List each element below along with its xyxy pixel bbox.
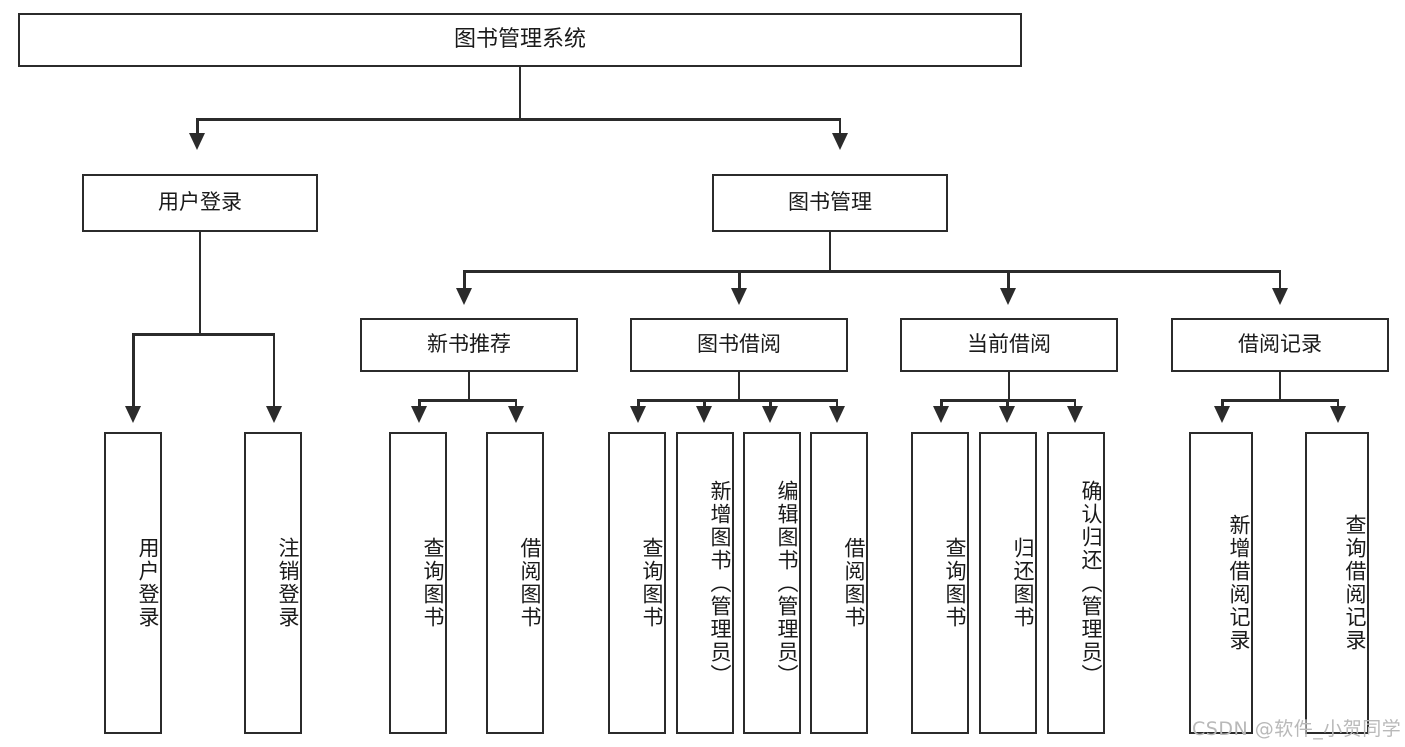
node-label: 用户登录 xyxy=(136,537,160,629)
node-current-borrow[interactable]: 当前借阅 xyxy=(900,318,1118,372)
leaf-user-login[interactable]: 用户登录 xyxy=(104,432,162,734)
arrowhead-bb-borrow-book xyxy=(828,406,845,423)
leaf-cb-return-book[interactable]: 归还图书 xyxy=(979,432,1037,734)
node-label: 查询图书 xyxy=(421,537,445,629)
leaf-cb-query-book[interactable]: 查询图书 xyxy=(911,432,969,734)
node-new-book-recommend[interactable]: 新书推荐 xyxy=(360,318,578,372)
arrowhead-borrow-record xyxy=(1271,288,1288,305)
connector-cb-stem xyxy=(1007,372,1010,401)
arrowhead-leaf-user-login xyxy=(125,406,141,423)
arrowhead-book-management xyxy=(831,133,848,150)
node-book-borrow[interactable]: 图书借阅 xyxy=(630,318,848,372)
connector-user-login-right xyxy=(272,333,275,408)
node-root-book-management-system[interactable]: 图书管理系统 xyxy=(18,13,1022,67)
node-label: 新增借阅记录 xyxy=(1227,514,1251,652)
connector-bb-bus xyxy=(637,399,838,402)
connector-bb-1 xyxy=(637,399,640,408)
node-label: 查询图书 xyxy=(640,537,664,629)
connector-bb-stem xyxy=(737,372,740,401)
connector-br-right xyxy=(1336,399,1339,408)
node-label: 查询借阅记录 xyxy=(1343,514,1367,652)
node-label: 当前借阅 xyxy=(967,332,1051,357)
node-borrow-record[interactable]: 借阅记录 xyxy=(1171,318,1389,372)
connector-bm-to-borrow-record xyxy=(1278,270,1281,290)
connector-cb-2 xyxy=(1006,399,1009,408)
node-book-management[interactable]: 图书管理 xyxy=(712,174,948,232)
leaf-nbr-borrow-book[interactable]: 借阅图书 xyxy=(486,432,544,734)
arrowhead-user-login xyxy=(189,133,205,150)
connector-br-bus xyxy=(1221,399,1338,402)
connector-book-management-bus xyxy=(463,270,1281,273)
connector-bb-2 xyxy=(703,399,706,408)
connector-nbr-stem xyxy=(467,372,470,401)
arrowhead-leaf-logout xyxy=(265,406,282,423)
connector-cb-1 xyxy=(940,399,943,408)
node-label: 借阅图书 xyxy=(842,537,866,629)
arrowhead-book-borrow xyxy=(731,288,747,305)
connector-bm-to-new-book xyxy=(463,270,466,290)
connector-root-to-user-login xyxy=(196,118,199,135)
connector-root-stem xyxy=(518,67,521,119)
node-user-login[interactable]: 用户登录 xyxy=(82,174,318,232)
arrowhead-current-borrow xyxy=(1000,288,1016,305)
connector-user-login-bus xyxy=(132,333,275,336)
connector-user-login-left xyxy=(132,333,135,408)
node-label: 新增图书（管理员） xyxy=(708,479,732,687)
node-label: 确认归还（管理员） xyxy=(1079,479,1103,687)
connector-nbr-right xyxy=(514,399,517,408)
leaf-bb-borrow-book[interactable]: 借阅图书 xyxy=(810,432,868,734)
arrowhead-nbr-borrow-book xyxy=(507,406,524,423)
node-label: 归还图书 xyxy=(1011,537,1035,629)
leaf-cb-confirm-return[interactable]: 确认归还（管理员） xyxy=(1047,432,1105,734)
connector-root-to-book-management xyxy=(838,118,841,135)
arrowhead-bb-query-book xyxy=(630,406,646,423)
arrowhead-nbr-query-book xyxy=(411,406,427,423)
connector-bb-4 xyxy=(835,399,838,408)
arrowhead-bb-add-book xyxy=(696,406,712,423)
arrowhead-bb-edit-book xyxy=(762,406,778,423)
node-label: 编辑图书（管理员） xyxy=(775,479,799,687)
connector-nbr-bus xyxy=(418,399,517,402)
leaf-bb-query-book[interactable]: 查询图书 xyxy=(608,432,666,734)
leaf-bb-add-book[interactable]: 新增图书（管理员） xyxy=(676,432,734,734)
connector-br-stem xyxy=(1278,372,1281,401)
connector-user-login-stem xyxy=(198,232,201,335)
arrowhead-cb-confirm-return xyxy=(1066,406,1083,423)
arrowhead-br-add-record xyxy=(1214,406,1230,423)
arrowhead-cb-return-book xyxy=(999,406,1015,423)
node-label: 图书管理系统 xyxy=(453,26,586,52)
watermark-text: CSDN @软件_小贺同学 xyxy=(1192,718,1402,740)
node-label: 借阅图书 xyxy=(518,537,542,629)
node-label: 图书管理 xyxy=(788,190,872,215)
leaf-bb-edit-book[interactable]: 编辑图书（管理员） xyxy=(743,432,801,734)
node-label: 借阅记录 xyxy=(1238,332,1322,357)
connector-br-left xyxy=(1221,399,1224,408)
leaf-nbr-query-book[interactable]: 查询图书 xyxy=(389,432,447,734)
arrowhead-new-book-recommend xyxy=(456,288,472,305)
connector-root-bus xyxy=(196,118,841,121)
leaf-logout[interactable]: 注销登录 xyxy=(244,432,302,734)
connector-cb-3 xyxy=(1073,399,1076,408)
node-label: 图书借阅 xyxy=(697,332,781,357)
connector-bb-3 xyxy=(769,399,772,408)
node-label: 新书推荐 xyxy=(427,332,511,357)
leaf-br-add-record[interactable]: 新增借阅记录 xyxy=(1189,432,1253,734)
node-label: 查询图书 xyxy=(943,537,967,629)
node-label: 用户登录 xyxy=(158,190,242,215)
leaf-br-query-record[interactable]: 查询借阅记录 xyxy=(1305,432,1369,734)
connector-nbr-left xyxy=(418,399,421,408)
connector-bm-to-current-borrow xyxy=(1007,270,1010,290)
csdn-watermark: CSDN @软件_小贺同学 xyxy=(1192,714,1401,741)
arrowhead-br-query-record xyxy=(1329,406,1346,423)
node-label: 注销登录 xyxy=(276,537,300,629)
connector-book-management-stem xyxy=(828,232,831,272)
arrowhead-cb-query-book xyxy=(933,406,949,423)
connector-bm-to-book-borrow xyxy=(738,270,741,290)
